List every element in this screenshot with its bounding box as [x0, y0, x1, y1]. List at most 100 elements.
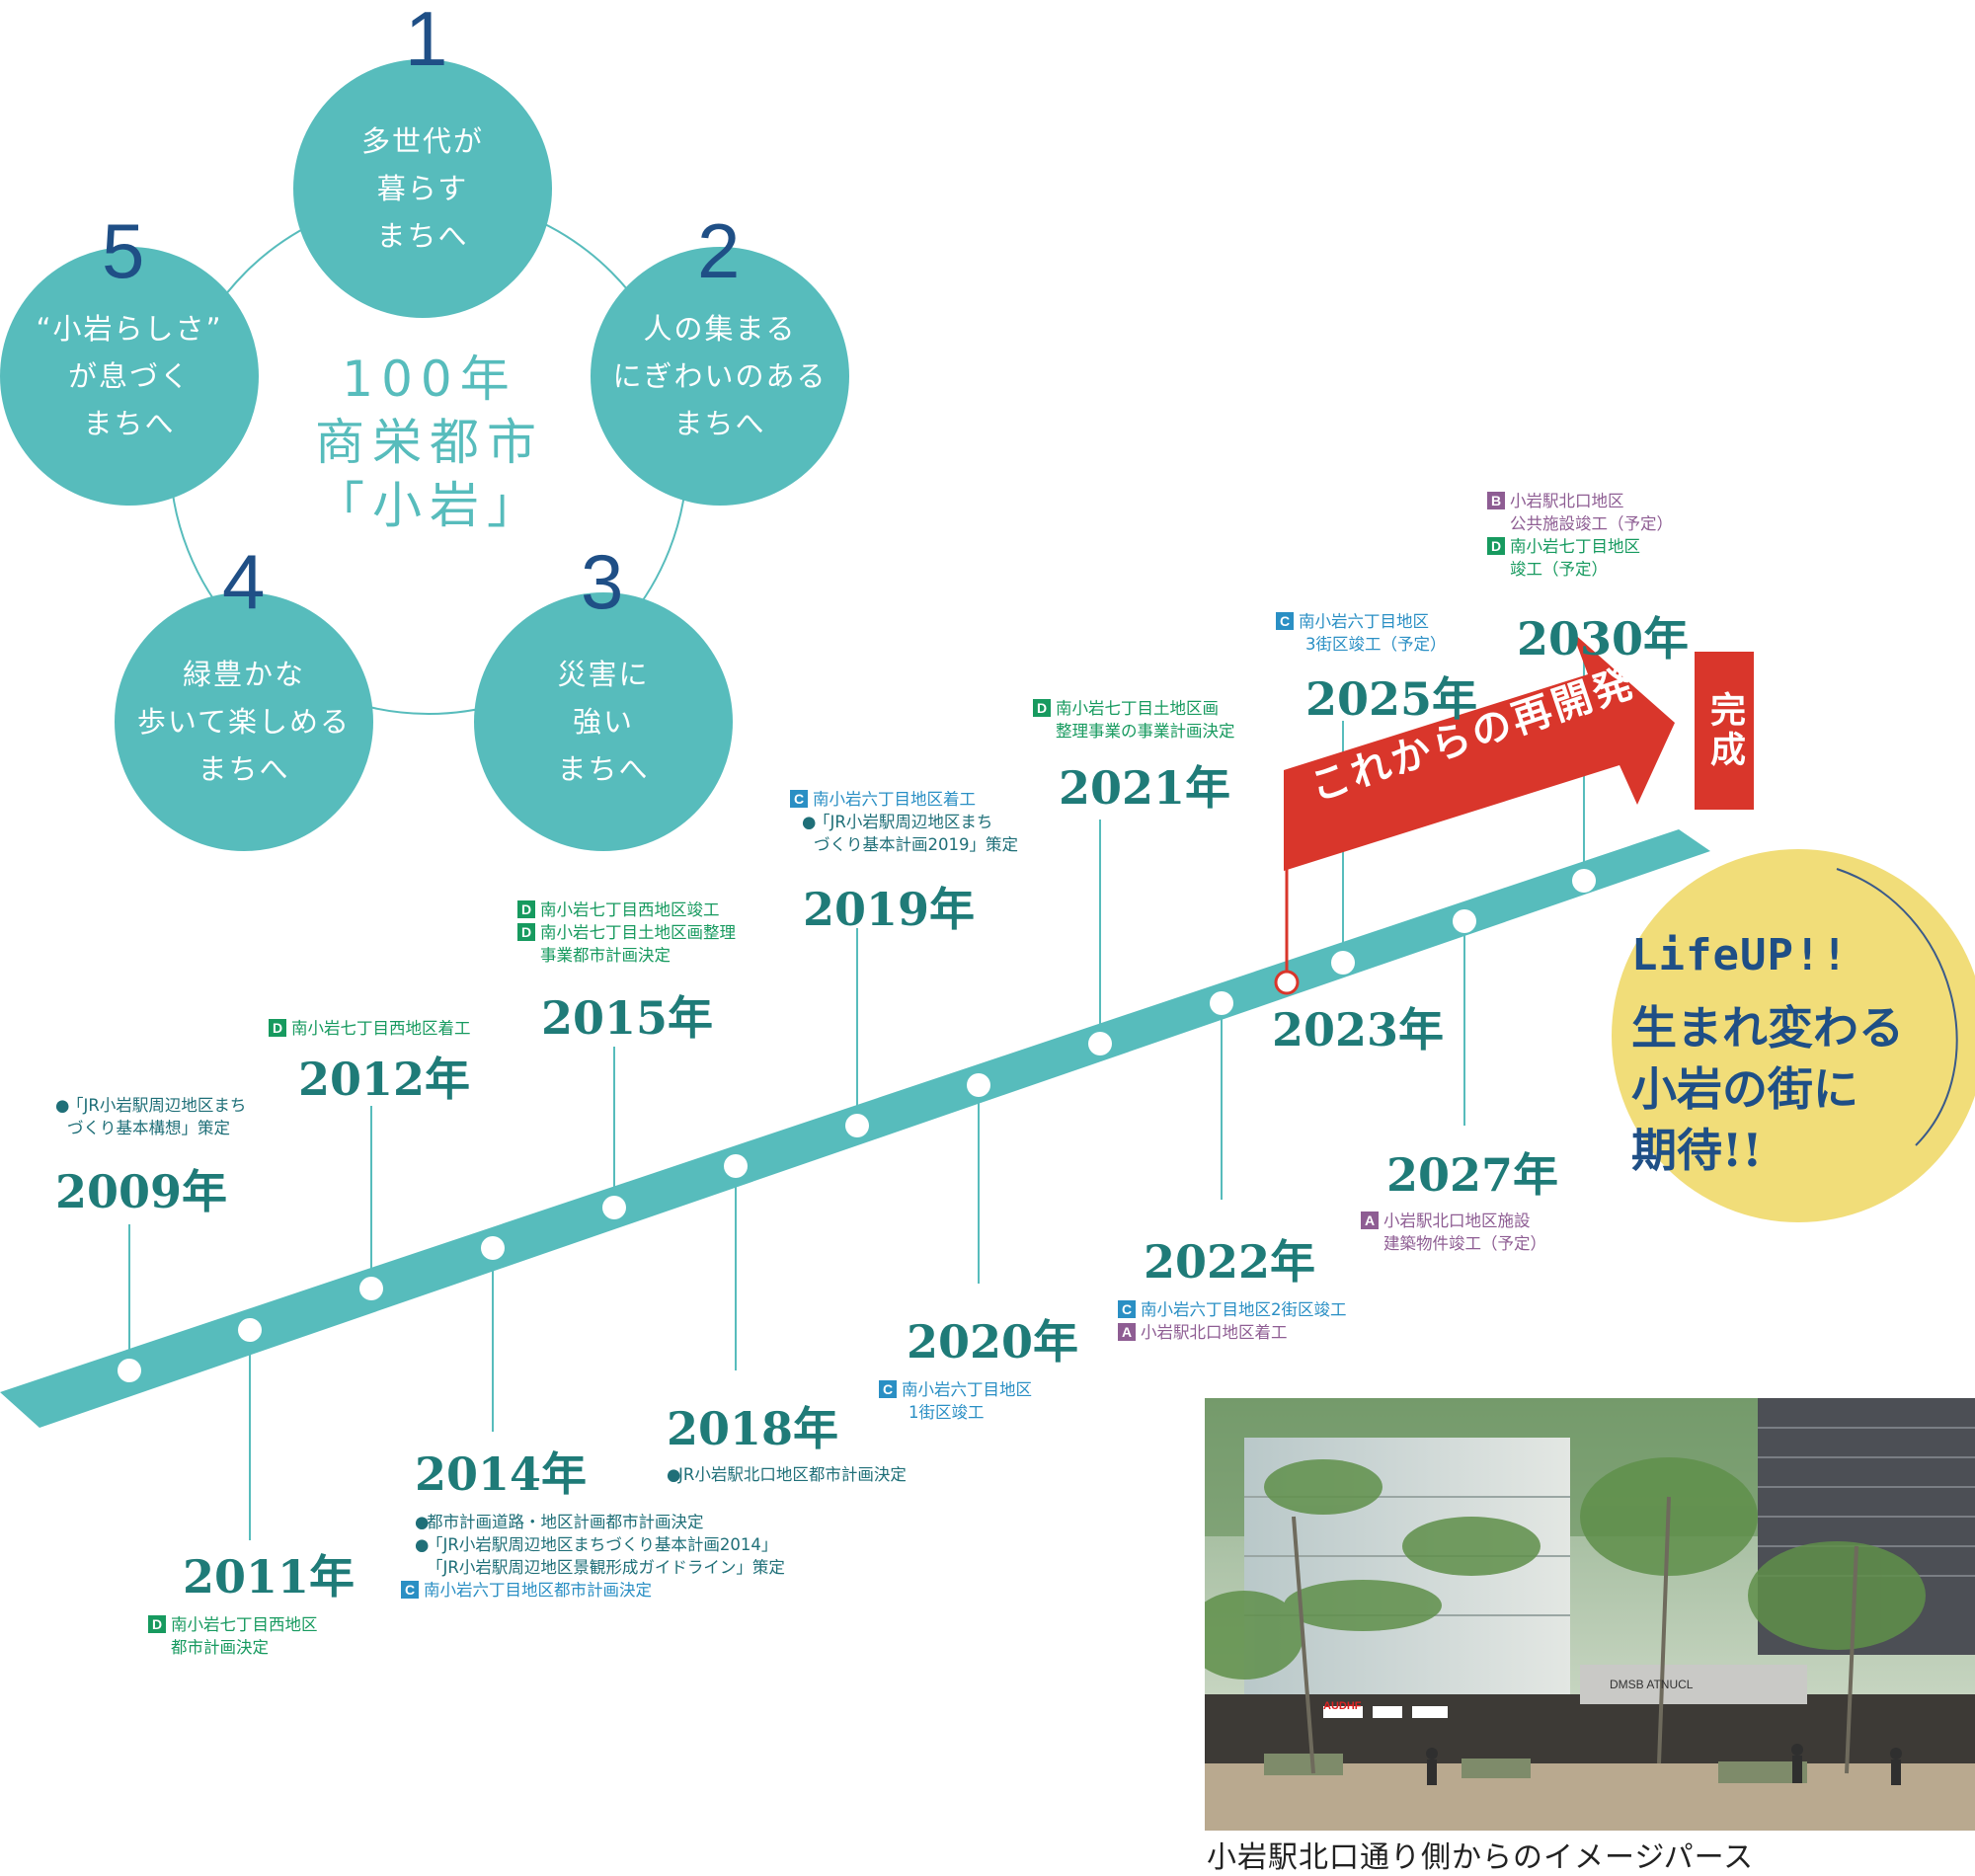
event-text: 都市計画決定	[171, 1638, 269, 1657]
event-text: 南小岩六丁目地区着工	[813, 790, 976, 809]
event-text: 3街区竣工（予定）	[1305, 635, 1447, 654]
concept-text-1: 多世代が 暮らす まちへ	[360, 124, 484, 253]
event-text: 南小岩六丁目地区	[1299, 612, 1429, 631]
tag-c: C	[790, 790, 808, 808]
photo-caption: 小岩駅北口通り側からのイメージパース	[1207, 1840, 1755, 1875]
tag-d: D	[269, 1019, 286, 1037]
event-text: 南小岩七丁目土地区画	[1056, 699, 1219, 718]
event-2012: D 南小岩七丁目西地区着工	[269, 1017, 471, 1040]
event-text: 南小岩七丁目地区	[1510, 537, 1640, 556]
tag-c: C	[1118, 1300, 1136, 1318]
event-text: 「JR小岩駅周辺地区まち	[67, 1096, 247, 1115]
event-text: 整理事業の事業計画決定	[1056, 722, 1235, 741]
event-text: 南小岩六丁目地区	[902, 1380, 1032, 1399]
event-text: 南小岩七丁目西地区着工	[291, 1019, 471, 1038]
year-2021: 2021年	[1059, 761, 1231, 815]
event-text: 小岩駅北口地区施設	[1383, 1212, 1531, 1230]
year-2009: 2009年	[55, 1165, 228, 1218]
tag-a: A	[1118, 1323, 1136, 1341]
tag-a: A	[1361, 1212, 1379, 1229]
concept-circle-4: 緑豊かな 歩いて楽しめる まちへ	[115, 592, 373, 851]
promo-message: 生まれ変わる 小岩の街に 期待!!	[1631, 1001, 1904, 1177]
event-text: 小岩駅北口地区	[1510, 492, 1624, 510]
event-text: 南小岩六丁目地区2街区竣工	[1141, 1300, 1347, 1319]
start-marker-node	[1274, 970, 1300, 995]
event-text: 都市計画道路・地区計画都市計画決定	[427, 1513, 704, 1531]
year-2020: 2020年	[907, 1315, 1079, 1368]
bullet: ●	[802, 813, 817, 831]
event-2019: C 南小岩六丁目地区着工 ●「JR小岩駅周辺地区まち づくり基本計画2019」策定	[790, 788, 1018, 856]
concept-circle-5: “小岩らしさ” が息づく まちへ	[0, 247, 259, 506]
concept-text-3: 災害に 強い まちへ	[557, 658, 650, 786]
tag-b: B	[1487, 492, 1505, 509]
bullet: ●	[667, 1465, 681, 1484]
concept-circle-2: 人の集まる にぎわいのある まちへ	[591, 247, 849, 506]
year-2030: 2030年	[1517, 612, 1690, 665]
tag-c: C	[401, 1581, 419, 1599]
concept-num-5: 5	[102, 207, 145, 294]
year-2018: 2018年	[667, 1402, 839, 1455]
event-text: 南小岩七丁目西地区	[171, 1615, 318, 1634]
promo-circle	[1612, 849, 1975, 1222]
tag-d: D	[517, 900, 535, 918]
event-2014: ●都市計画道路・地区計画都市計画決定 ●「JR小岩駅周辺地区まちづくり基本計画2…	[401, 1511, 785, 1602]
event-text: 公共施設竣工（予定）	[1510, 514, 1673, 533]
year-2012: 2012年	[298, 1053, 471, 1106]
event-text: 「JR小岩駅周辺地区景観形成ガイドライン」策定	[427, 1558, 785, 1577]
event-text: 「JR小岩駅周辺地区まちづくり基本計画2014」	[427, 1535, 778, 1554]
year-2025: 2025年	[1305, 672, 1478, 726]
event-text: 小岩駅北口地区着工	[1141, 1323, 1288, 1342]
timeline-ticks	[128, 660, 1585, 1540]
event-2011: D 南小岩七丁目西地区 都市計画決定	[148, 1613, 318, 1659]
concept-center-title: 100年 商栄都市 「小岩」	[315, 351, 544, 534]
bullet: ●	[415, 1513, 430, 1531]
life-up-text: LifeUP!!	[1631, 930, 1849, 980]
event-text: 南小岩六丁目地区都市計画決定	[424, 1581, 652, 1600]
event-2009: ●「JR小岩駅周辺地区まち づくり基本構想」策定	[55, 1094, 246, 1139]
tag-c: C	[879, 1380, 897, 1398]
timeline-nodes	[118, 869, 1596, 1382]
event-2025: C 南小岩六丁目地区 3街区竣工（予定）	[1276, 610, 1447, 656]
year-2014: 2014年	[415, 1447, 588, 1501]
event-text: づくり基本構想」策定	[67, 1119, 230, 1137]
event-2018: ●JR小岩駅北口地区都市計画決定	[667, 1463, 907, 1486]
year-2027: 2027年	[1386, 1148, 1559, 1202]
event-text: 建築物件竣工（予定）	[1383, 1234, 1546, 1253]
event-text: JR小岩駅北口地区都市計画決定	[678, 1465, 907, 1484]
event-text: 竣工（予定）	[1510, 560, 1608, 579]
complete-label: 完成	[1704, 691, 1745, 770]
event-text: 「JR小岩駅周辺地区まち	[814, 813, 993, 831]
year-2023: 2023年	[1272, 1003, 1445, 1056]
event-text: 事業都市計画決定	[540, 946, 671, 965]
complete-badge: 完成	[1695, 652, 1754, 810]
event-2022: C 南小岩六丁目地区2街区竣工 A 小岩駅北口地区着工	[1118, 1298, 1347, 1344]
event-text: 南小岩七丁目土地区画整理	[540, 923, 736, 942]
tag-d: D	[517, 923, 535, 941]
redevelopment-arrow	[1284, 632, 1675, 871]
concept-num-4: 4	[222, 538, 266, 625]
event-2030: B 小岩駅北口地区 公共施設竣工（予定） D 南小岩七丁目地区 竣工（予定）	[1487, 490, 1673, 581]
tag-d: D	[1487, 537, 1505, 555]
sign-text-2-label: DMSB ATNUCL	[1610, 1678, 1694, 1691]
sign-text-1: AUDHF	[1323, 1700, 1362, 1712]
concept-text-2: 人の集まる にぎわいのある まちへ	[612, 312, 828, 440]
concept-text-4: 緑豊かな 歩いて楽しめる まちへ	[136, 658, 352, 786]
tag-c: C	[1276, 612, 1294, 630]
event-text: 南小岩七丁目西地区竣工	[540, 900, 720, 919]
concept-num-3: 3	[581, 538, 624, 625]
event-2015: D 南小岩七丁目西地区竣工 D 南小岩七丁目土地区画整理 事業都市計画決定	[517, 899, 736, 967]
concept-circle-1: 多世代が 暮らす まちへ	[293, 59, 552, 318]
rendering-image	[1205, 1398, 1975, 1831]
year-2015: 2015年	[541, 991, 714, 1045]
concept-num-2: 2	[697, 207, 741, 294]
concept-text-5: “小岩らしさ” が息づく まちへ	[36, 312, 223, 440]
year-2022: 2022年	[1144, 1235, 1316, 1289]
event-text: づくり基本計画2019」策定	[814, 835, 1018, 854]
bullet: ●	[55, 1096, 70, 1115]
tag-d: D	[148, 1615, 166, 1633]
year-2011: 2011年	[183, 1550, 356, 1603]
